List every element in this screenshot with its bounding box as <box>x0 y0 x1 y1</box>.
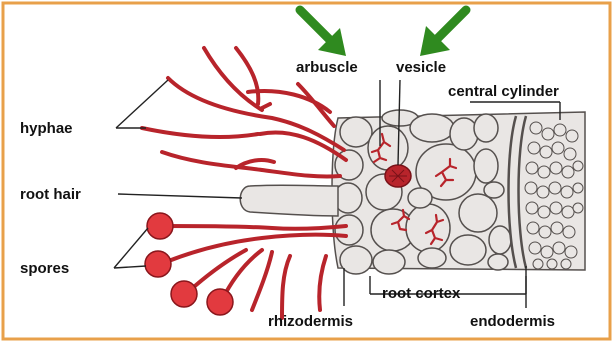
label-rhizodermis: rhizodermis <box>268 313 353 330</box>
spore <box>207 289 233 315</box>
label-central-cylinder: central cylinder <box>448 83 559 100</box>
spore <box>147 213 173 239</box>
label-spores: spores <box>20 260 69 277</box>
hyphae-network <box>142 48 346 318</box>
label-root-hair: root hair <box>20 186 81 203</box>
label-arbuscle: arbuscle <box>296 59 358 76</box>
label-endodermis: endodermis <box>470 313 555 330</box>
label-root-cortex: root cortex <box>382 285 461 302</box>
down-right-arrow-icon <box>300 10 346 56</box>
label-hyphae: hyphae <box>20 120 73 137</box>
spore <box>145 251 171 277</box>
label-vesicle: vesicle <box>396 59 446 76</box>
root-tissue <box>332 110 585 274</box>
spore <box>171 281 197 307</box>
down-left-arrow-icon <box>420 10 466 56</box>
root-hair-shape <box>240 185 338 216</box>
cortex-cells <box>334 110 511 274</box>
